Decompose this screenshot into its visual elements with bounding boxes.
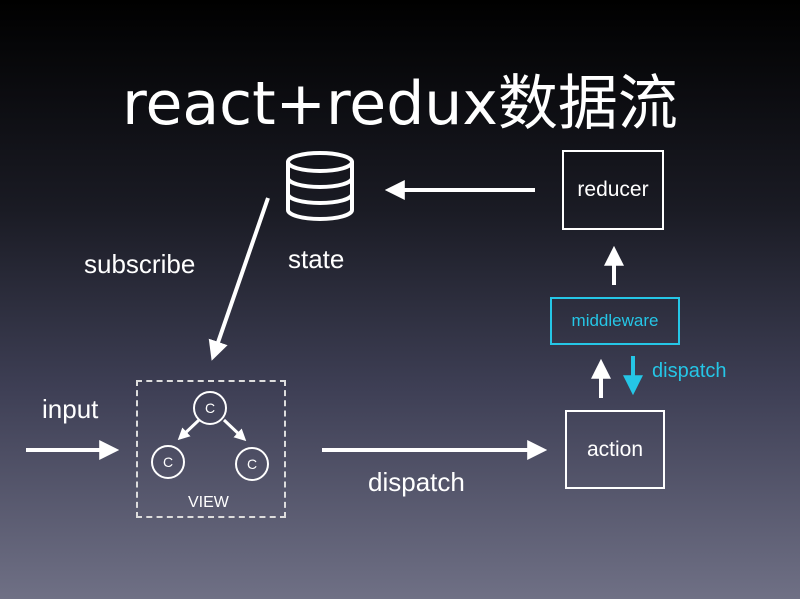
action-node: action: [565, 410, 665, 489]
arrow-component-left: [177, 418, 201, 441]
component-node-top: C: [193, 391, 227, 425]
input-label: input: [42, 394, 99, 424]
slide-title: react+redux数据流: [122, 69, 678, 139]
arrow-subscribe: [208, 197, 270, 361]
subscribe-label: subscribe: [84, 249, 196, 279]
reducer-node: reducer: [562, 150, 664, 230]
middleware-dispatch-label: dispatch: [652, 360, 727, 382]
view-container: [136, 380, 286, 518]
arrow-component-right: [222, 418, 247, 442]
state-label: state: [288, 244, 345, 274]
view-label: VIEW: [188, 494, 229, 511]
component-node-right: C: [235, 447, 269, 481]
dispatch-label: dispatch: [368, 467, 465, 497]
database-icon: [286, 151, 354, 221]
middleware-node: middleware: [550, 297, 680, 345]
component-node-left: C: [151, 445, 185, 479]
